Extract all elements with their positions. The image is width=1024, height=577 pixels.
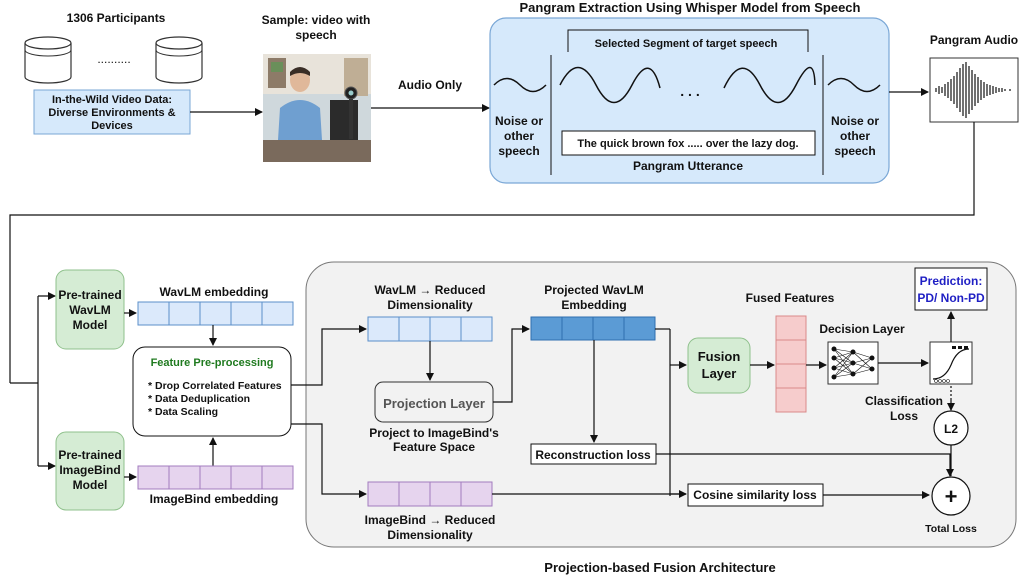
- fused-features-label: Fused Features: [746, 291, 835, 305]
- noise-left-line: Noise or: [495, 114, 543, 128]
- decision-layer-label: Decision Layer: [819, 322, 905, 336]
- database-icon: [155, 36, 203, 84]
- imagebind-model-line: Pre-trained: [58, 448, 121, 462]
- wild-data-line: Diverse Environments &: [48, 107, 175, 119]
- audio-only-label: Audio Only: [398, 78, 462, 92]
- pangram-extraction-title: Pangram Extraction Using Whisper Model f…: [520, 0, 861, 15]
- database-icon: [24, 36, 72, 84]
- wavlm-reduced-line: WavLM → Reduced: [375, 283, 486, 297]
- cosine-loss-label: Cosine similarity loss: [693, 488, 817, 502]
- projected-wavlm-line: Embedding: [561, 298, 626, 312]
- prediction-box: [914, 267, 988, 311]
- sample-label-line: Sample: video with: [262, 13, 371, 27]
- pangram-utterance-label: Pangram Utterance: [633, 159, 743, 173]
- preprocessing-item: * Data Scaling: [148, 406, 218, 418]
- wavlm-embedding-label: WavLM embedding: [160, 285, 269, 299]
- selected-segment-label: Selected Segment of target speech: [595, 38, 778, 50]
- wild-data-line: In-the-Wild Video Data:: [52, 94, 172, 106]
- noise-right-line: speech: [834, 144, 875, 158]
- imagebind-model-line: ImageBind: [59, 463, 120, 477]
- noise-right-line: Noise or: [831, 114, 879, 128]
- wavlm-model-line: WavLM: [69, 303, 111, 317]
- total-loss-circle: [931, 476, 971, 516]
- participants-label: 1306 Participants: [67, 11, 166, 25]
- classification-loss-line: Classification: [865, 394, 943, 408]
- fusion-layer-line: Layer: [702, 366, 737, 381]
- neural-network-icon: [827, 341, 879, 385]
- wild-data-box: [33, 89, 191, 135]
- utterance-text: The quick brown fox ..... over the lazy …: [577, 138, 798, 150]
- wavlm-model-line: Model: [73, 318, 108, 332]
- person-video-icon: [263, 54, 371, 162]
- noise-left-line: other: [504, 129, 534, 143]
- projected-wavlm-cells: [530, 316, 656, 341]
- imagebind-reduced-line: ImageBind → Reduced: [365, 513, 496, 527]
- projected-wavlm-line: Projected WavLM: [544, 283, 644, 297]
- plus-symbol: +: [945, 484, 958, 509]
- speech-waveform: [493, 66, 881, 104]
- classification-loss-line: Loss: [890, 409, 918, 423]
- wild-data-line: Devices: [91, 120, 133, 132]
- pretrained-imagebind-box: [55, 431, 125, 511]
- total-loss-label: Total Loss: [925, 523, 977, 535]
- wavlm-embedding-cells: [137, 301, 294, 326]
- sample-label-line: speech: [295, 28, 336, 42]
- l2-label: L2: [944, 422, 958, 436]
- prediction-line: PD/ Non-PD: [917, 291, 985, 305]
- preprocessing-title: Feature Pre-processing: [151, 357, 274, 369]
- database-dots: ..........: [97, 52, 130, 66]
- prediction-line: Prediction:: [920, 274, 983, 288]
- imagebind-model-line: Model: [73, 478, 108, 492]
- preprocessing-item: * Drop Correlated Features: [148, 380, 282, 392]
- imagebind-embedding-cells: [137, 465, 294, 490]
- noise-right-line: other: [840, 129, 870, 143]
- wavlm-reduced-cells: [367, 316, 493, 342]
- fused-features-cells: [775, 315, 807, 413]
- wavlm-reduced-line: Dimensionality: [387, 298, 473, 312]
- architecture-caption: Projection-based Fusion Architecture: [544, 560, 775, 575]
- reconstruction-loss-label: Reconstruction loss: [535, 448, 651, 462]
- imagebind-embedding-label: ImageBind embedding: [150, 492, 279, 506]
- pangram-audio-label: Pangram Audio: [930, 33, 1018, 47]
- wavlm-model-line: Pre-trained: [58, 288, 121, 302]
- wave-ellipsis: . . .: [680, 83, 699, 99]
- pretrained-wavlm-box: [55, 269, 125, 350]
- project-to-line: Feature Space: [393, 440, 475, 454]
- imagebind-reduced-cells: [367, 481, 493, 507]
- utterance-box: [561, 130, 816, 156]
- projection-layer-label: Projection Layer: [383, 396, 485, 411]
- imagebind-reduced-line: Dimensionality: [387, 528, 473, 542]
- feature-preprocessing-box: [132, 346, 292, 437]
- project-to-line: Project to ImageBind's: [369, 426, 499, 440]
- sigmoid-plot-icon: [929, 341, 973, 385]
- waveform-icon: [929, 57, 1019, 123]
- noise-left-line: speech: [498, 144, 539, 158]
- preprocessing-item: * Data Deduplication: [148, 393, 250, 405]
- fusion-layer-line: Fusion: [698, 349, 741, 364]
